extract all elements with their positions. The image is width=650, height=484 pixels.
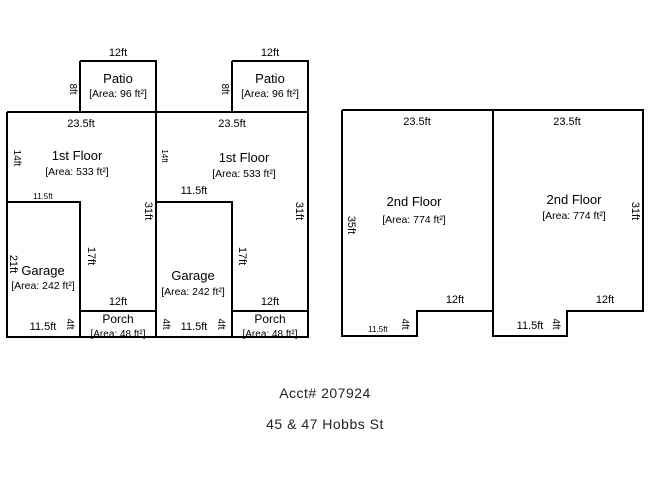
dim-garage-l-inner: 17ft bbox=[85, 247, 97, 265]
dim-patio-r-depth: 8ft bbox=[219, 83, 230, 94]
dim-f2-r-step: 4ft bbox=[550, 318, 561, 329]
patio-right-name: Patio bbox=[255, 71, 285, 86]
garage-left-walls bbox=[7, 201, 81, 337]
garage-left-name: Garage bbox=[21, 263, 64, 278]
dim-porch-r-depth-b: 4ft bbox=[215, 318, 226, 329]
garage-right-name: Garage bbox=[171, 268, 214, 283]
garage-right-walls bbox=[156, 201, 233, 337]
property-address: 45 & 47 Hobbs St bbox=[266, 416, 384, 432]
dim-f2-r-notch: 12ft bbox=[596, 294, 614, 306]
dim-porch-r-depth-a: 4ft bbox=[160, 318, 171, 329]
dim-f2-l-width: 23.5ft bbox=[403, 116, 431, 128]
dim-porch-r-width: 12ft bbox=[261, 296, 279, 308]
account-number: Acct# 207924 bbox=[279, 385, 371, 401]
dim-porch-l-width: 12ft bbox=[109, 296, 127, 308]
dim-f2-r-width: 23.5ft bbox=[553, 116, 581, 128]
dim-patio-l-depth: 8ft bbox=[67, 83, 78, 94]
dim-f2-l-notch: 12ft bbox=[446, 294, 464, 306]
porch-left-name: Porch bbox=[102, 312, 133, 326]
patio-right-outline bbox=[231, 60, 309, 113]
patio-left-outline bbox=[79, 60, 157, 113]
dim-f2-r-bottom: 11.5ft bbox=[517, 320, 544, 332]
dim-porch-r-bottom: 11.5ft bbox=[181, 321, 208, 333]
dim-garage-l-top: 11.5ft bbox=[33, 192, 53, 201]
dim-f1-l-depth: 31ft bbox=[142, 202, 154, 220]
patio-right-area: [Area: 96 ft²] bbox=[241, 88, 299, 100]
dim-garage-r-top: 11.5ft bbox=[181, 185, 208, 197]
patio-left-name: Patio bbox=[103, 71, 133, 86]
dim-f2-r-side: 31ft bbox=[629, 202, 641, 220]
floor2-left-area: [Area: 774 ft²] bbox=[382, 214, 446, 226]
floor1-left-area: [Area: 533 ft²] bbox=[45, 166, 109, 178]
dim-f2-l-step: 4ft bbox=[399, 318, 410, 329]
floor1-right-name: 1st Floor bbox=[219, 150, 270, 165]
unit-left-outline bbox=[6, 111, 157, 338]
dim-patio-l-width: 12ft bbox=[109, 47, 127, 59]
porch-right-name: Porch bbox=[254, 312, 285, 326]
dim-porch-l-bottom: 11.5ft bbox=[30, 321, 57, 333]
patio-left-area: [Area: 96 ft²] bbox=[89, 88, 147, 100]
dim-f1-l-width: 23.5ft bbox=[67, 118, 95, 130]
dim-garage-l-side: 21ft bbox=[7, 255, 19, 273]
dim-garage-r-inner: 17ft bbox=[236, 247, 248, 265]
floor2-left-name: 2nd Floor bbox=[387, 194, 443, 209]
walls bbox=[6, 60, 644, 338]
dim-f2-l-bottom: 11.5ft bbox=[368, 325, 388, 334]
floor1-right-area: [Area: 533 ft²] bbox=[212, 168, 276, 180]
porch-left-area: [Area: 48 ft²] bbox=[90, 329, 145, 340]
garage-left-area: [Area: 242 ft²] bbox=[11, 280, 75, 292]
floor1-left-name: 1st Floor bbox=[52, 148, 103, 163]
dim-f1-r-side: 14ft bbox=[160, 149, 169, 163]
porch-right-area: [Area: 48 ft²] bbox=[242, 329, 297, 340]
floor2-right-area: [Area: 774 ft²] bbox=[542, 210, 606, 222]
dim-patio-r-width: 12ft bbox=[261, 47, 279, 59]
labels: Patio [Area: 96 ft²] Patio [Area: 96 ft²] 1s… bbox=[7, 47, 641, 340]
floor2-right-name: 2nd Floor bbox=[547, 192, 603, 207]
dim-f2-l-side: 35ft bbox=[345, 216, 357, 234]
floor2-right-outline bbox=[492, 109, 644, 337]
dim-f1-r-depth: 31ft bbox=[293, 202, 305, 220]
dim-porch-l-depth: 4ft bbox=[64, 318, 75, 329]
dim-f1-l-side: 14ft bbox=[11, 150, 22, 167]
dim-f1-r-width: 23.5ft bbox=[218, 118, 246, 130]
garage-right-area: [Area: 242 ft²] bbox=[161, 286, 225, 298]
